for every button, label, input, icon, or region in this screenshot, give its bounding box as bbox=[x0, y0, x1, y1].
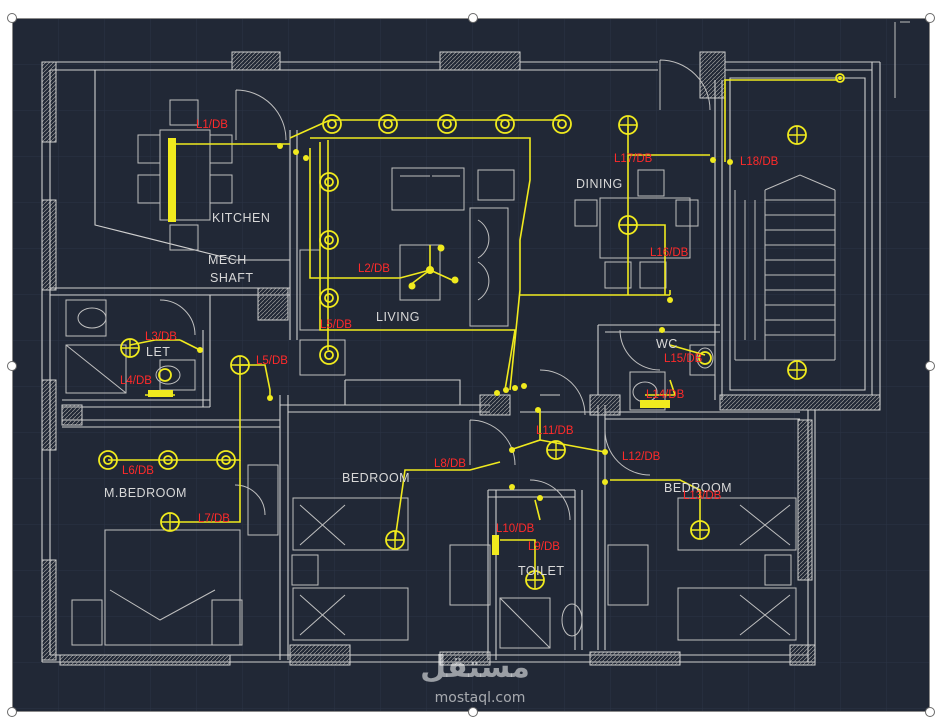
circuit-label-l16: L16/DB bbox=[650, 247, 689, 259]
wall-light-toilet-center bbox=[492, 535, 499, 555]
circuit-label-l5-living: L5/DB bbox=[320, 319, 352, 331]
ceiling-light-living-5 bbox=[552, 114, 572, 134]
room-label-master-bedroom: M.BEDROOM bbox=[104, 486, 187, 500]
room-labels: KITCHEN MECH SHAFT LIVING DINING LET WC … bbox=[104, 177, 732, 578]
circuit-label-l5-hall: L5/DB bbox=[256, 355, 288, 367]
outer-walls bbox=[41, 51, 881, 666]
ceiling-light-living-8 bbox=[319, 288, 339, 308]
ceiling-light-bedroom-right bbox=[690, 520, 710, 540]
ceiling-light-dining-2 bbox=[618, 215, 638, 235]
ceiling-light-mbed-3 bbox=[216, 450, 236, 470]
room-label-living: LIVING bbox=[376, 310, 420, 324]
room-label-dining: DINING bbox=[576, 177, 623, 191]
mirror-light-toilet bbox=[148, 368, 173, 397]
resize-grip-right[interactable] bbox=[925, 361, 935, 371]
wall-light-stair bbox=[835, 73, 845, 83]
ceiling-light-mbed-4 bbox=[160, 512, 180, 532]
room-label-mech: MECH bbox=[208, 253, 247, 267]
ceiling-light-living-1 bbox=[322, 114, 342, 134]
circuit-label-l13: L13/DB bbox=[683, 490, 722, 502]
ceiling-light-stair-1 bbox=[787, 125, 807, 145]
circuit-label-l15: L15/DB bbox=[664, 353, 703, 365]
staircase bbox=[734, 21, 910, 361]
ceiling-light-wc bbox=[698, 351, 712, 365]
circuit-label-l4: L4/DB bbox=[120, 375, 152, 387]
room-label-toilet-center: TOILET bbox=[518, 564, 565, 578]
ceiling-light-stair-2 bbox=[787, 360, 807, 380]
circuit-label-l8: L8/DB bbox=[434, 458, 466, 470]
ceiling-light-living-9 bbox=[319, 345, 339, 365]
ceiling-light-corridor bbox=[546, 440, 566, 460]
chandelier-living bbox=[408, 244, 459, 290]
resize-grip-bottom[interactable] bbox=[468, 707, 478, 717]
ceiling-light-living-6 bbox=[319, 172, 339, 192]
watermark-url: mostaql.com bbox=[434, 690, 526, 706]
fluorescent-light-kitchen bbox=[168, 138, 176, 222]
resize-grip-bottom-right[interactable] bbox=[925, 707, 935, 717]
resize-grip-bottom-left[interactable] bbox=[7, 707, 17, 717]
resize-grip-left[interactable] bbox=[7, 361, 17, 371]
ceiling-light-mbed-2 bbox=[158, 450, 178, 470]
cad-viewport[interactable]: KITCHEN MECH SHAFT LIVING DINING LET WC … bbox=[12, 18, 930, 712]
circuit-label-l18: L18/DB bbox=[740, 156, 779, 168]
ceiling-light-toilet-center bbox=[525, 570, 545, 590]
light-switches bbox=[197, 143, 733, 501]
room-label-shaft: SHAFT bbox=[210, 271, 253, 285]
ceiling-light-living-2 bbox=[378, 114, 398, 134]
ceiling-light-living-7 bbox=[319, 230, 339, 250]
ceiling-light-bedroom bbox=[385, 530, 405, 550]
circuit-label-l11: L11/DB bbox=[536, 425, 574, 437]
mirror-light-wc bbox=[640, 400, 670, 408]
room-label-kitchen: KITCHEN bbox=[212, 211, 270, 225]
ceiling-light-toilet bbox=[120, 338, 140, 358]
light-fixtures bbox=[98, 73, 845, 590]
drawing-grid bbox=[12, 18, 930, 712]
circuit-label-l12: L12/DB bbox=[622, 451, 661, 463]
resize-grip-top-left[interactable] bbox=[7, 13, 17, 23]
ceiling-light-hall bbox=[230, 355, 250, 375]
circuit-label-l3: L3/DB bbox=[145, 331, 177, 343]
furniture bbox=[65, 99, 797, 649]
ceiling-light-dining-1 bbox=[618, 115, 638, 135]
resize-grip-top[interactable] bbox=[468, 13, 478, 23]
ceiling-light-mbed-1 bbox=[98, 450, 118, 470]
circuit-label-l17: L17/DB bbox=[614, 153, 653, 165]
circuit-label-l10: L10/DB bbox=[496, 523, 535, 535]
room-label-wc: WC bbox=[656, 337, 678, 351]
circuit-label-l14: L14/DB bbox=[646, 389, 685, 401]
floor-plan-drawing[interactable]: KITCHEN MECH SHAFT LIVING DINING LET WC … bbox=[12, 18, 930, 712]
room-label-bedroom-center: BEDROOM bbox=[342, 471, 410, 485]
resize-grip-top-right[interactable] bbox=[925, 13, 935, 23]
circuit-label-l7: L7/DB bbox=[198, 513, 230, 525]
circuit-label-l2: L2/DB bbox=[358, 263, 390, 275]
circuit-label-l6: L6/DB bbox=[122, 465, 154, 477]
room-label-toilet-left: LET bbox=[146, 345, 170, 359]
circuit-labels: L1/DB L2/DB L3/DB L4/DB L5/DB L5/DB L6/D… bbox=[120, 119, 779, 553]
ceiling-light-living-3 bbox=[437, 114, 457, 134]
circuit-label-l9: L9/DB bbox=[528, 541, 560, 553]
watermark-logo: مستقل bbox=[420, 650, 530, 685]
interior-walls bbox=[50, 70, 866, 660]
doors bbox=[159, 59, 711, 521]
ceiling-light-living-4 bbox=[495, 114, 515, 134]
circuit-label-l1: L1/DB bbox=[196, 119, 228, 131]
room-label-bedroom-right: BEDROOM bbox=[664, 481, 732, 495]
